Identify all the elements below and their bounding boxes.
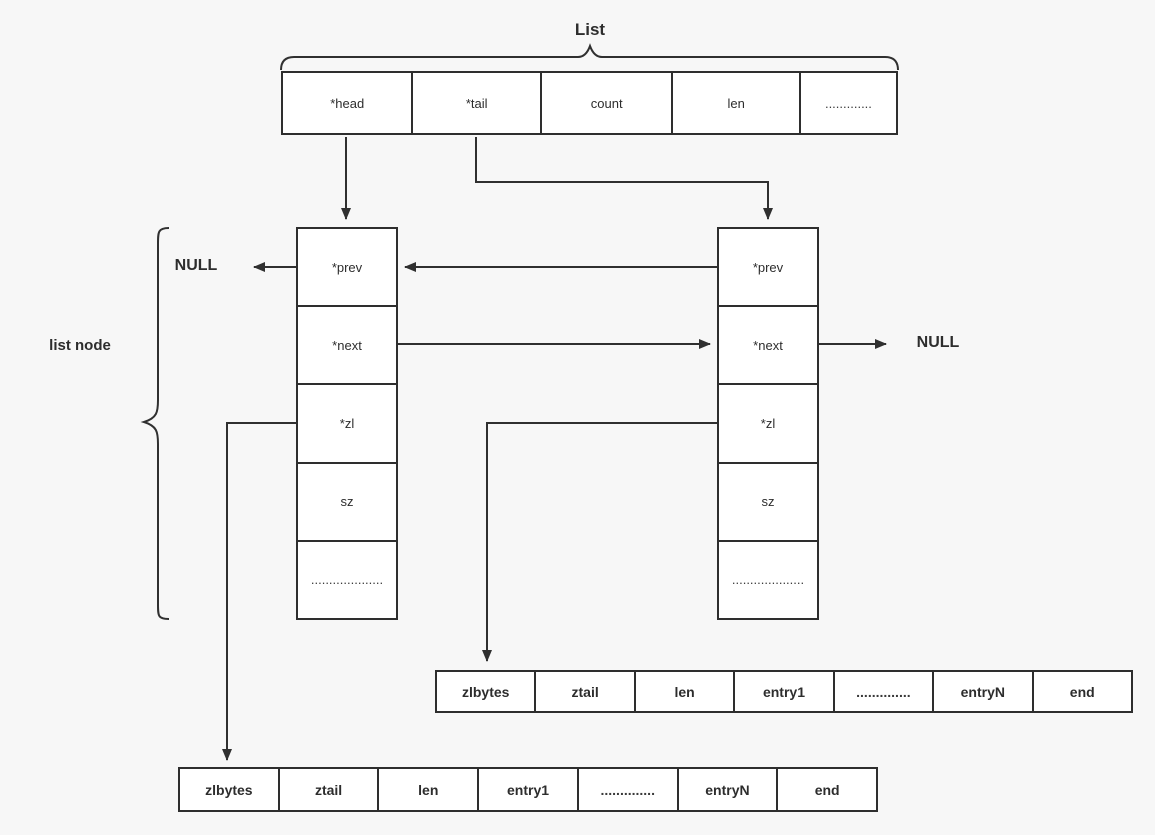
list-cell-len: len <box>673 73 801 133</box>
node-right-cell-zl: *zl <box>719 385 817 464</box>
ziplist-right-cell-entryN: entryN <box>934 672 1034 711</box>
list-node-left: *prev *next *zl sz .................... <box>296 227 398 620</box>
ziplist-row-bottom: zlbytes ztail len entry1 .............. … <box>178 767 878 812</box>
ziplist-right-cell-ztail: ztail <box>536 672 636 711</box>
node-left-cell-prev: *prev <box>298 229 396 308</box>
list-brace <box>280 43 899 71</box>
list-node-right: *prev *next *zl sz .................... <box>717 227 819 620</box>
ziplist-bottom-cell-end: end <box>778 769 877 810</box>
arrow-zl-right <box>482 422 717 662</box>
arrow-tail-to-node <box>475 137 773 220</box>
null-right-label: NULL <box>916 334 960 351</box>
ziplist-right-cell-entry1: entry1 <box>735 672 835 711</box>
list-cell-head: *head <box>283 73 414 133</box>
node-left-cell-sz: sz <box>298 463 396 542</box>
list-cell-dots: ............. <box>800 73 896 133</box>
list-struct-row: *head *tail count len ............. <box>281 71 898 135</box>
ziplist-right-cell-end: end <box>1033 672 1131 711</box>
node-left-cell-next: *next <box>298 307 396 386</box>
node-right-cell-dots: .................... <box>719 541 817 619</box>
ziplist-bottom-cell-len: len <box>379 769 480 810</box>
ziplist-bottom-cell-zlbytes: zlbytes <box>180 769 280 810</box>
ziplist-right-cell-dots: .............. <box>834 672 935 711</box>
ziplist-right-cell-len: len <box>635 672 736 711</box>
ziplist-row-right: zlbytes ztail len entry1 .............. … <box>435 670 1133 713</box>
null-left-label: NULL <box>174 257 218 274</box>
node-right-cell-prev: *prev <box>719 229 817 308</box>
arrow-zl-left <box>222 422 296 761</box>
list-cell-tail: *tail <box>413 73 542 133</box>
ziplist-bottom-cell-ztail: ztail <box>279 769 380 810</box>
node-left-cell-dots: .................... <box>298 541 396 619</box>
ziplist-bottom-cell-dots: .............. <box>578 769 679 810</box>
list-node-label: list node <box>49 337 111 354</box>
ziplist-right-cell-zlbytes: zlbytes <box>437 672 537 711</box>
list-cell-count: count <box>541 73 674 133</box>
node-left-cell-zl: *zl <box>298 385 396 464</box>
ziplist-bottom-cell-entryN: entryN <box>678 769 779 810</box>
list-title: List <box>574 20 606 39</box>
node-right-cell-next: *next <box>719 307 817 386</box>
list-node-brace <box>140 227 170 620</box>
ziplist-bottom-cell-entry1: entry1 <box>479 769 579 810</box>
node-right-cell-sz: sz <box>719 463 817 542</box>
